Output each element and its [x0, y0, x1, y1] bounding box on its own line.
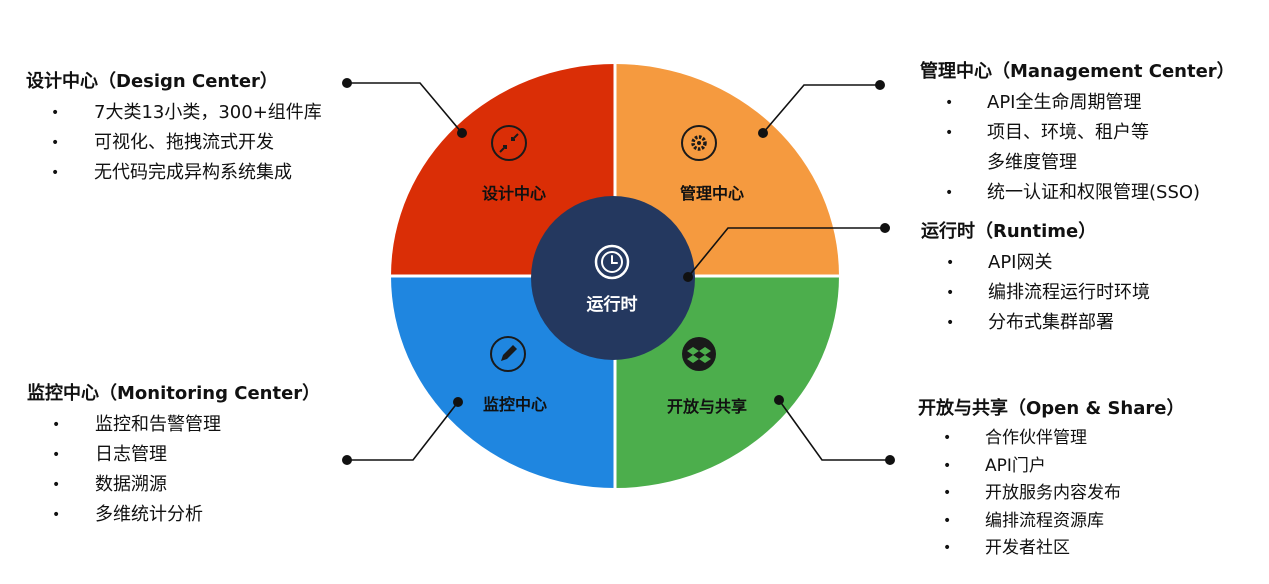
design-center-list: 7大类13小类，300+组件库 可视化、拖拽流式开发 无代码完成异构系统集成 — [26, 98, 322, 188]
list-item: 数据溯源 — [27, 470, 320, 500]
monitoring-center-panel: 监控中心（Monitoring Center） 监控和告警管理 日志管理 数据溯… — [27, 382, 320, 530]
runtime-title: 运行时（Runtime） — [921, 221, 1097, 242]
connector-dot — [885, 455, 895, 465]
connector-dot — [683, 272, 693, 282]
monitoring-center-title: 监控中心（Monitoring Center） — [27, 383, 321, 404]
connector-dot — [453, 397, 463, 407]
design-connector-line — [347, 82, 463, 134]
list-item: 7大类13小类，300+组件库 — [26, 98, 322, 128]
list-item: 多维统计分析 — [27, 500, 320, 530]
list-item: API网关 — [921, 248, 1150, 278]
design-center-title: 设计中心（Design Center） — [26, 71, 278, 92]
list-item: 开发者社区 — [918, 535, 1184, 563]
monitoring-connector-line — [347, 401, 459, 461]
connector-dot — [875, 80, 885, 90]
list-item: 统一认证和权限管理(SSO) — [920, 178, 1235, 208]
gear-icon — [681, 125, 717, 161]
open-share-title: 开放与共享（Open & Share） — [918, 398, 1185, 419]
open-share-list: 合作伙伴管理 API门户 开放服务内容发布 编排流程资源库 开发者社区 — [918, 425, 1184, 563]
clock-icon — [594, 244, 630, 280]
management-center-title: 管理中心（Management Center） — [920, 61, 1235, 82]
management-center-label: 管理中心 — [680, 184, 744, 203]
runtime-panel: 运行时（Runtime） API网关 编排流程运行时环境 分布式集群部署 — [921, 220, 1150, 338]
connector-dot — [342, 455, 352, 465]
management-center-panel: 管理中心（Management Center） API全生命周期管理 项目、环境… — [920, 60, 1235, 208]
monitoring-center-list: 监控和告警管理 日志管理 数据溯源 多维统计分析 — [27, 410, 320, 530]
connector-dot — [880, 223, 890, 233]
list-item: 编排流程资源库 — [918, 508, 1184, 536]
list-item: 项目、环境、租户等多维度管理 — [920, 118, 1159, 178]
list-item: 分布式集群部署 — [921, 308, 1150, 338]
design-center-label: 设计中心 — [482, 184, 546, 203]
list-item: 合作伙伴管理 — [918, 425, 1184, 453]
open-share-panel: 开放与共享（Open & Share） 合作伙伴管理 API门户 开放服务内容发… — [918, 397, 1184, 563]
list-item: 开放服务内容发布 — [918, 480, 1184, 508]
pencil-icon — [490, 336, 526, 372]
arrows-in-icon — [491, 125, 527, 161]
management-connector-line — [762, 84, 880, 134]
list-item: 可视化、拖拽流式开发 — [26, 128, 322, 158]
list-item: 监控和告警管理 — [27, 410, 320, 440]
connector-dot — [457, 128, 467, 138]
list-item: API门户 — [918, 453, 1184, 481]
management-center-list: API全生命周期管理 项目、环境、租户等多维度管理 统一认证和权限管理(SSO) — [920, 88, 1235, 208]
list-item: 编排流程运行时环境 — [921, 278, 1150, 308]
design-center-panel: 设计中心（Design Center） 7大类13小类，300+组件库 可视化、… — [26, 70, 322, 188]
list-item: API全生命周期管理 — [920, 88, 1235, 118]
list-item: 无代码完成异构系统集成 — [26, 158, 322, 188]
open-connector-line — [778, 399, 890, 461]
dropbox-icon — [682, 337, 716, 371]
list-item: 日志管理 — [27, 440, 320, 470]
center-label: 运行时 — [587, 294, 638, 315]
connector-dot — [758, 128, 768, 138]
open-share-label: 开放与共享 — [667, 397, 747, 416]
connector-dot — [774, 395, 784, 405]
monitoring-center-label: 监控中心 — [483, 395, 547, 414]
connector-dot — [342, 78, 352, 88]
runtime-list: API网关 编排流程运行时环境 分布式集群部署 — [921, 248, 1150, 338]
runtime-connector-line — [687, 227, 885, 278]
